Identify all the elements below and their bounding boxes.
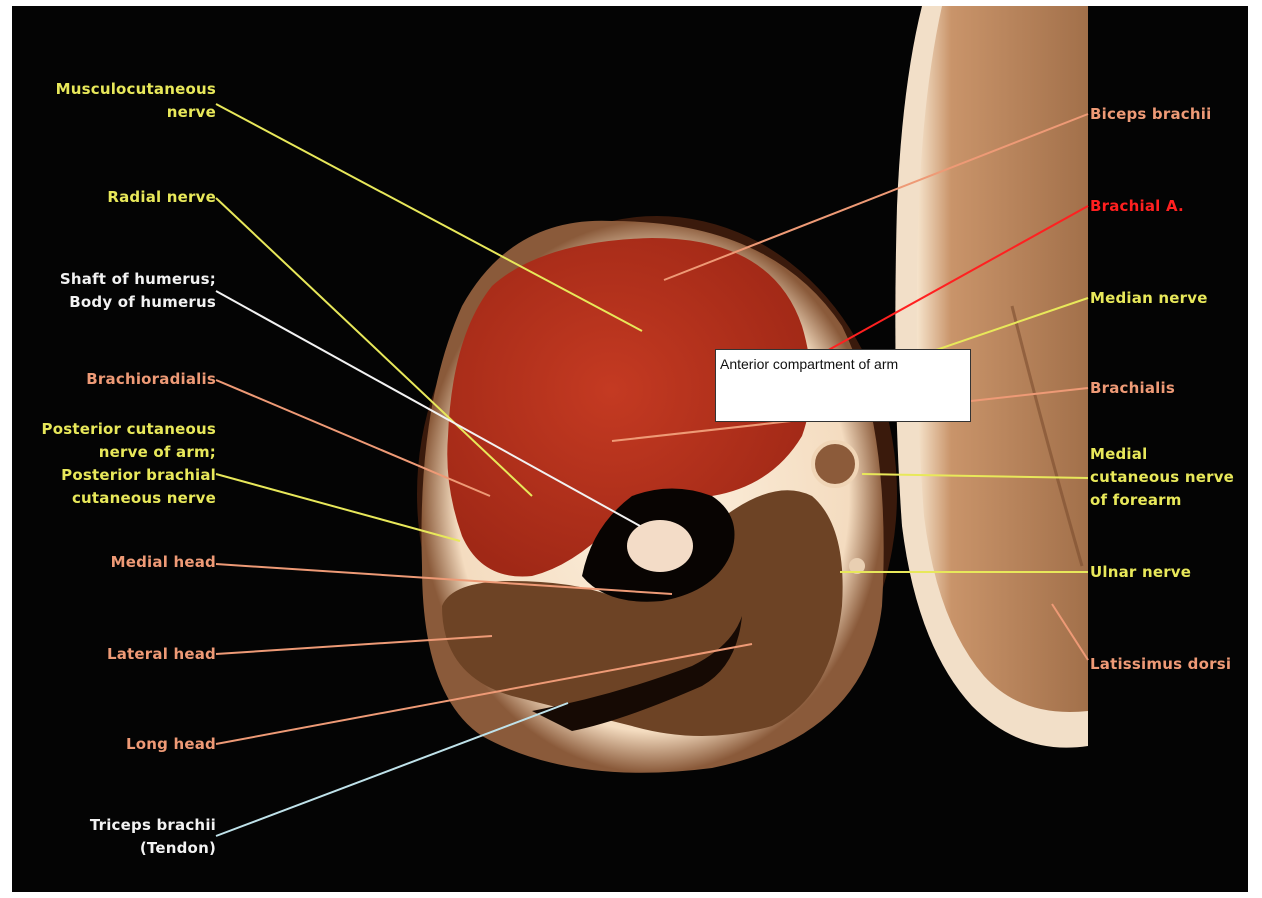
label-ulnar-nerve: Ulnar nerve (1090, 561, 1248, 584)
label-lateral-head: Lateral head (12, 643, 216, 666)
leader-triceps-tendon (216, 703, 568, 836)
label-triceps-tendon: Triceps brachii (Tendon) (12, 814, 216, 860)
humerus-bone (627, 520, 693, 572)
label-radial-nerve: Radial nerve (12, 186, 216, 209)
anterior-compartment-callout: Anterior compartment of arm (715, 349, 971, 422)
mri-cross-section-image: Musculocutaneous nerve Radial nerve Shaf… (12, 6, 1248, 892)
label-brachial-artery: Brachial A. (1090, 195, 1248, 218)
label-brachioradialis: Brachioradialis (12, 368, 216, 391)
label-biceps-brachii: Biceps brachii (1090, 103, 1248, 126)
leader-musculocutaneous (216, 104, 642, 331)
label-shaft-of-humerus: Shaft of humerus; Body of humerus (12, 268, 216, 314)
label-brachialis: Brachialis (1090, 377, 1248, 400)
label-long-head: Long head (12, 733, 216, 756)
label-musculocutaneous-nerve: Musculocutaneous nerve (12, 78, 216, 124)
label-medial-head: Medial head (12, 551, 216, 574)
callout-text: Anterior compartment of arm (720, 356, 898, 372)
arm-section (417, 216, 897, 773)
label-posterior-cutaneous-nerve: Posterior cutaneous nerve of arm; Poster… (12, 418, 216, 510)
label-median-nerve: Median nerve (1090, 287, 1248, 310)
label-latissimus-dorsi: Latissimus dorsi (1090, 653, 1248, 676)
label-medial-cutaneous-nerve-of-forearm: Medial cutaneous nerve of forearm (1090, 443, 1248, 512)
